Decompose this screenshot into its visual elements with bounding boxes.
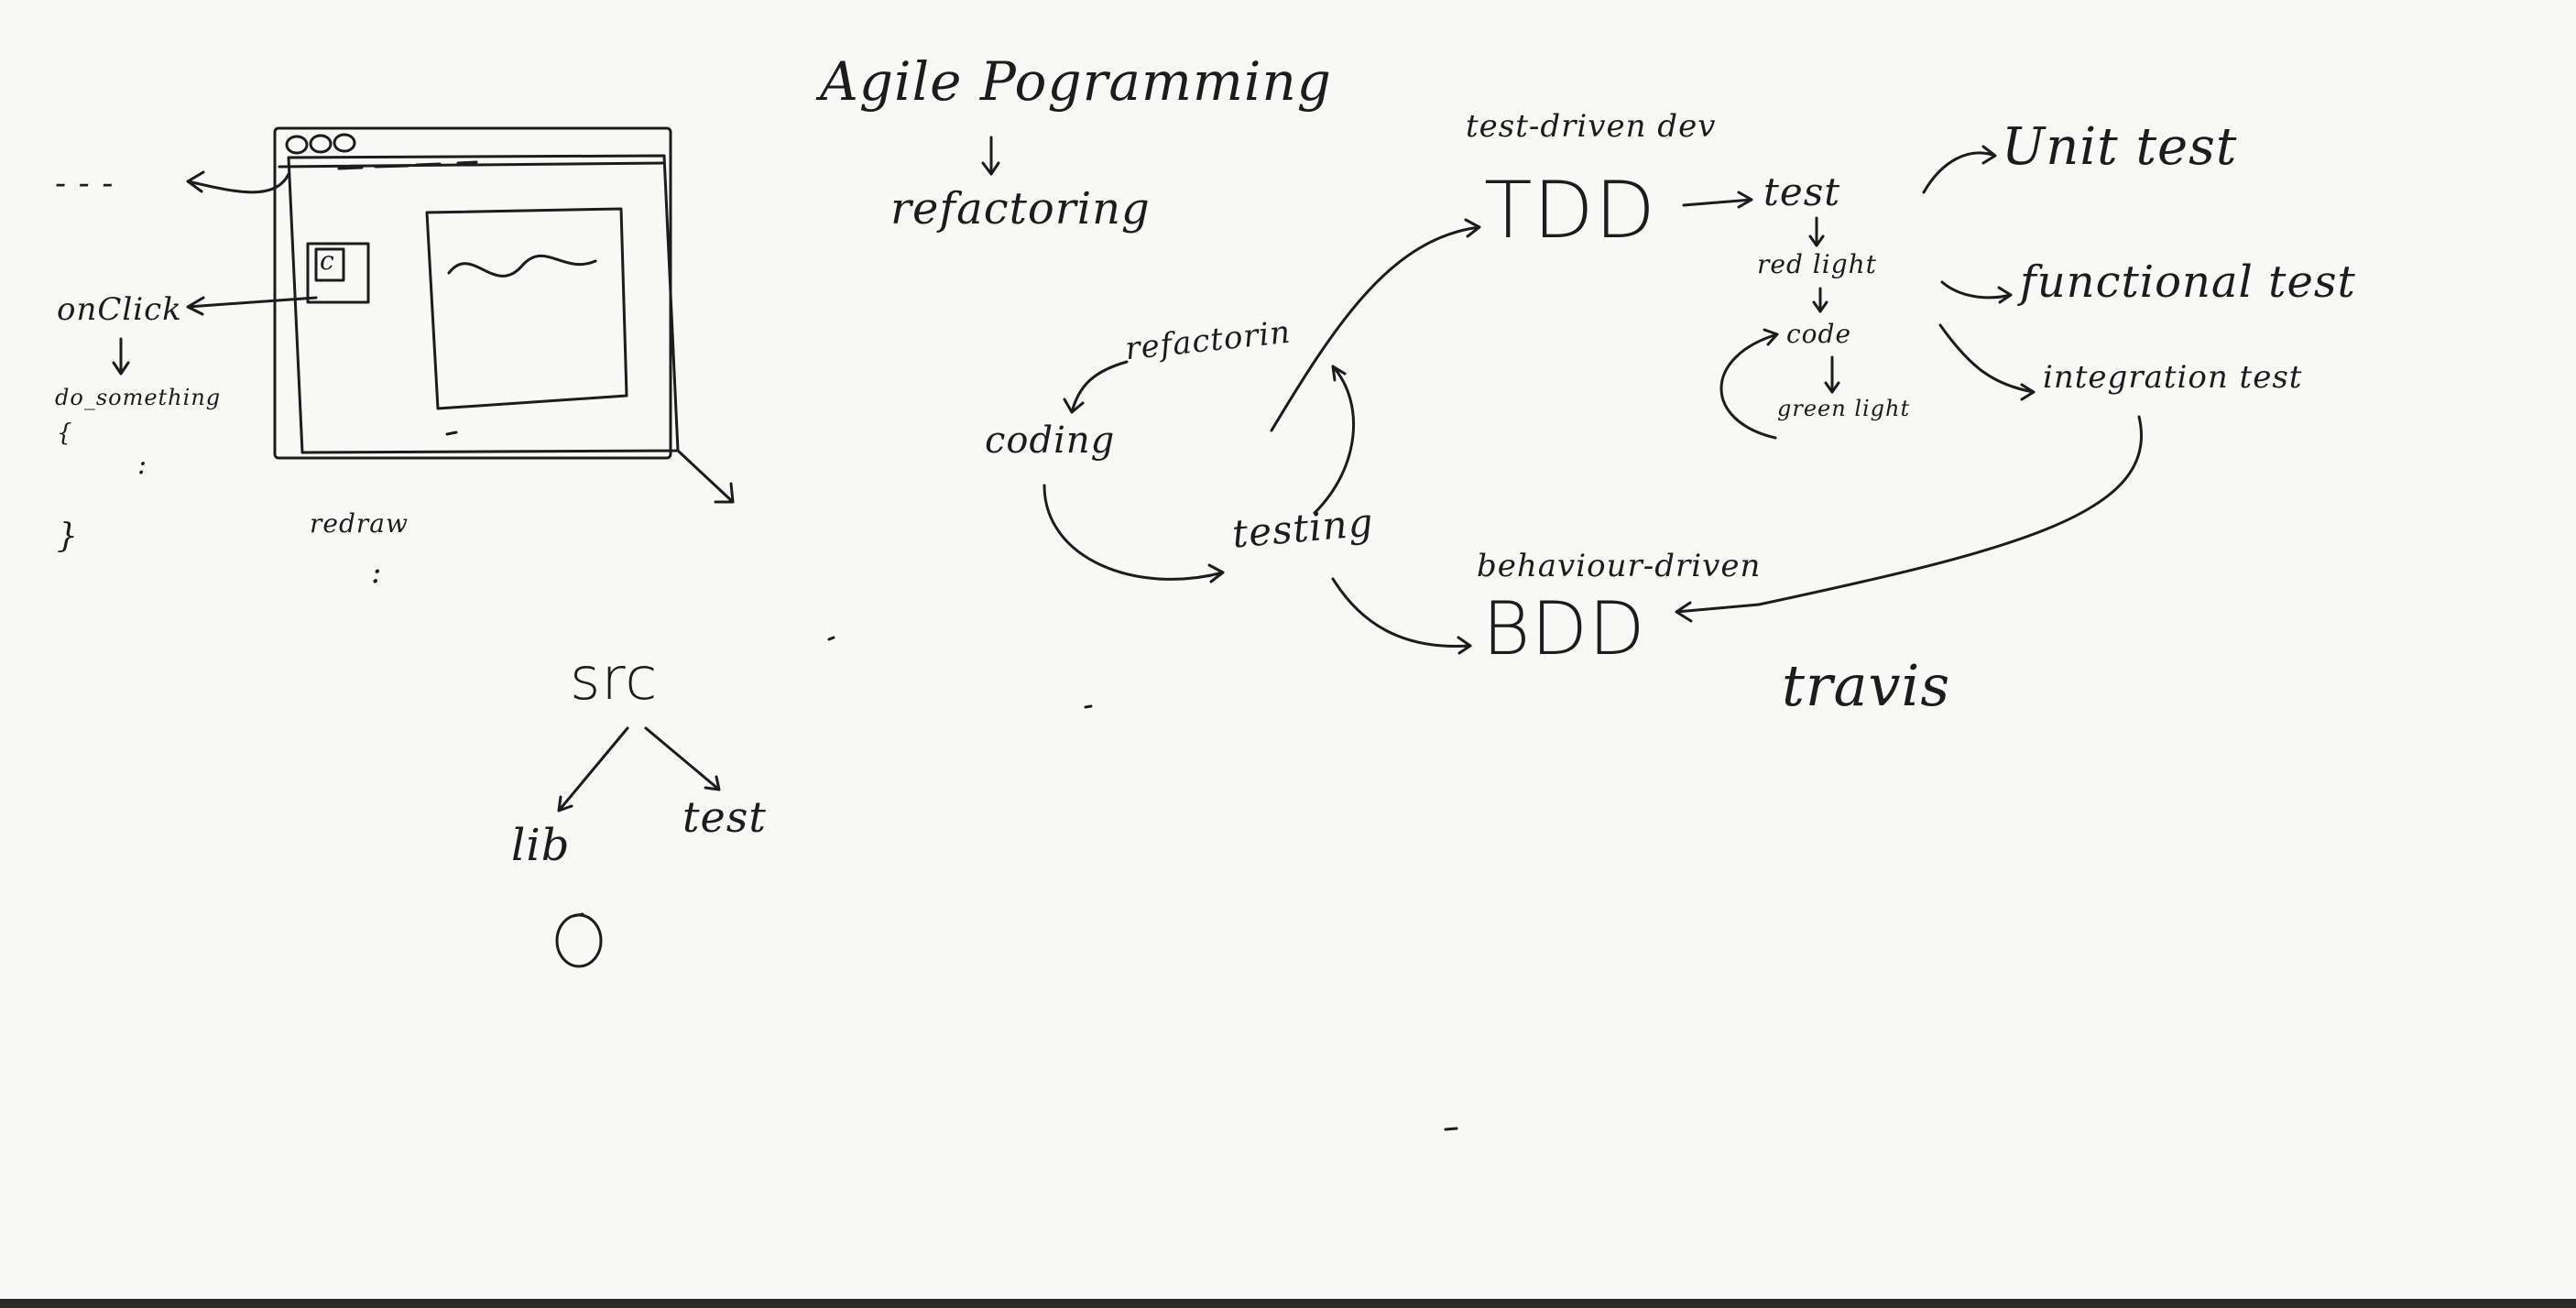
arrow-cycle-to-tdd [1270,218,1481,432]
arrow-testing-to-bdd [1331,577,1472,655]
cycle-coding-label: coding [985,420,1116,462]
tdd-test-label: test [1763,169,1841,214]
handler-label: do_something [55,385,222,410]
window-bottom-tick [445,431,458,436]
handler-close-brace: } [57,518,79,555]
dev-cycle [1042,218,1481,655]
arrow-window-resize [676,449,735,504]
arrow-coding-to-testing [1042,484,1225,583]
window-title-divider [278,161,666,169]
arrow-greenlight-to-code [1719,328,1779,440]
window-outer-frame [273,126,672,460]
tdd-green-light-label: green light [1777,396,1911,421]
tdd-label: TDD [1484,165,1656,256]
arrow-code-to-greenlight [1824,355,1840,394]
unit-test-label: Unit test [2002,117,2238,177]
window-inner-frame [287,154,680,454]
tdd-subtitle: test-driven dev [1466,108,1717,145]
bdd-subtitle: behaviour-driven [1477,548,1762,584]
page-title: Agile Pogramming [820,50,1332,113]
window-toolbar-dashes [337,160,478,170]
window-content-wave [447,254,597,278]
arrow-tdd-to-test [1682,191,1753,209]
window-control-1 [285,135,309,155]
window-sketch [112,126,735,504]
arrow-window-to-dashes [186,170,290,194]
window-button-box [306,242,370,304]
arrow-src-to-lib [557,726,629,812]
redraw-label: redraw [310,508,409,539]
arrow-redlight-to-code [1812,287,1828,313]
window-control-2 [309,134,333,154]
onclick-label: onClick [57,291,182,328]
travis-label: travis [1782,652,1951,719]
arrow-src-to-test [644,726,721,791]
src-lib-label: lib [511,820,571,871]
window-button-inner [314,247,345,282]
src-tree [555,726,721,968]
redraw-dots: : [371,554,383,591]
lib-circle [555,913,603,968]
bdd-label: BDD [1482,586,1646,671]
arrow-refactoring-to-coding [1063,360,1129,414]
arrow-agile-to-refactoring [981,136,1000,176]
tdd-code-label: code [1786,319,1852,349]
window-button-glyph: c [320,245,335,276]
src-test-label: test [682,792,767,842]
src-root-label: src [570,646,659,714]
agile-refactoring-label: refactoring [890,183,1151,234]
integration-test-label: integration test [2043,359,2303,396]
handler-dots: : [137,449,148,481]
arrow-test-to-unit [1922,145,1997,194]
arrow-integration-to-bdd [1675,415,2143,623]
stray-mark-3 [1444,1127,1458,1131]
stray-mark-2 [1084,704,1093,709]
tdd-red-light-label: red light [1757,249,1877,279]
window-control-3 [333,133,356,153]
arrow-button-to-onclick [186,296,318,316]
arrow-test-to-functional [1940,280,2013,304]
dash-labels: - - - [55,165,115,202]
functional-test-label: functional test [2020,256,2356,308]
stray-mark-1 [827,636,835,641]
window-content-panel [425,207,628,410]
handler-open-brace: { [57,420,73,447]
paper-bottom-edge [0,1299,2576,1308]
arrow-test-to-redlight [1808,216,1825,247]
tdd-arrows [1675,145,2143,623]
arrow-test-to-integration [1938,323,2036,401]
arrow-testing-to-refactoring [1313,365,1356,515]
lib-circle-mark [572,912,584,918]
arrow-onclick-to-handler [112,337,130,376]
